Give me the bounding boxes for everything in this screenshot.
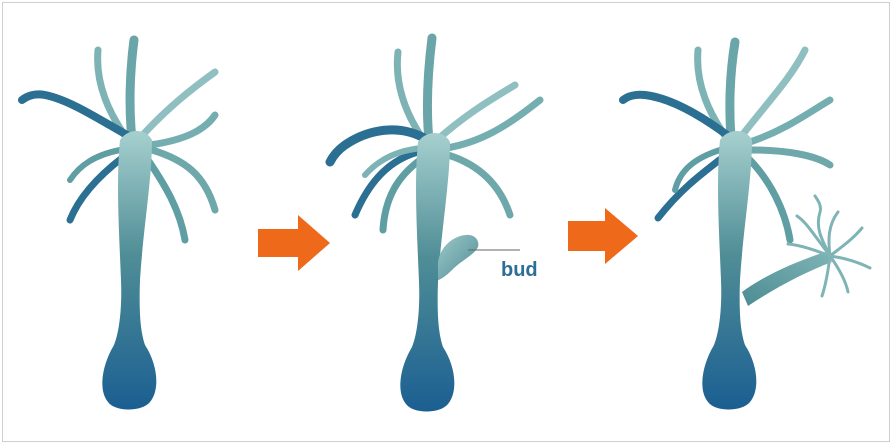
arrow-icon: [568, 208, 638, 264]
bud-label: bud: [501, 259, 538, 281]
bud-tentacles: [788, 196, 870, 296]
hydra-stage-1: [22, 40, 215, 410]
hydra-body: [702, 131, 756, 410]
hydra-stage-2: bud: [330, 38, 540, 412]
arrow-icon: [258, 215, 330, 271]
bud-branch: [742, 252, 832, 306]
hydra-stage-3: [623, 42, 870, 410]
bud: [438, 235, 478, 280]
hydra-body: [102, 131, 156, 410]
